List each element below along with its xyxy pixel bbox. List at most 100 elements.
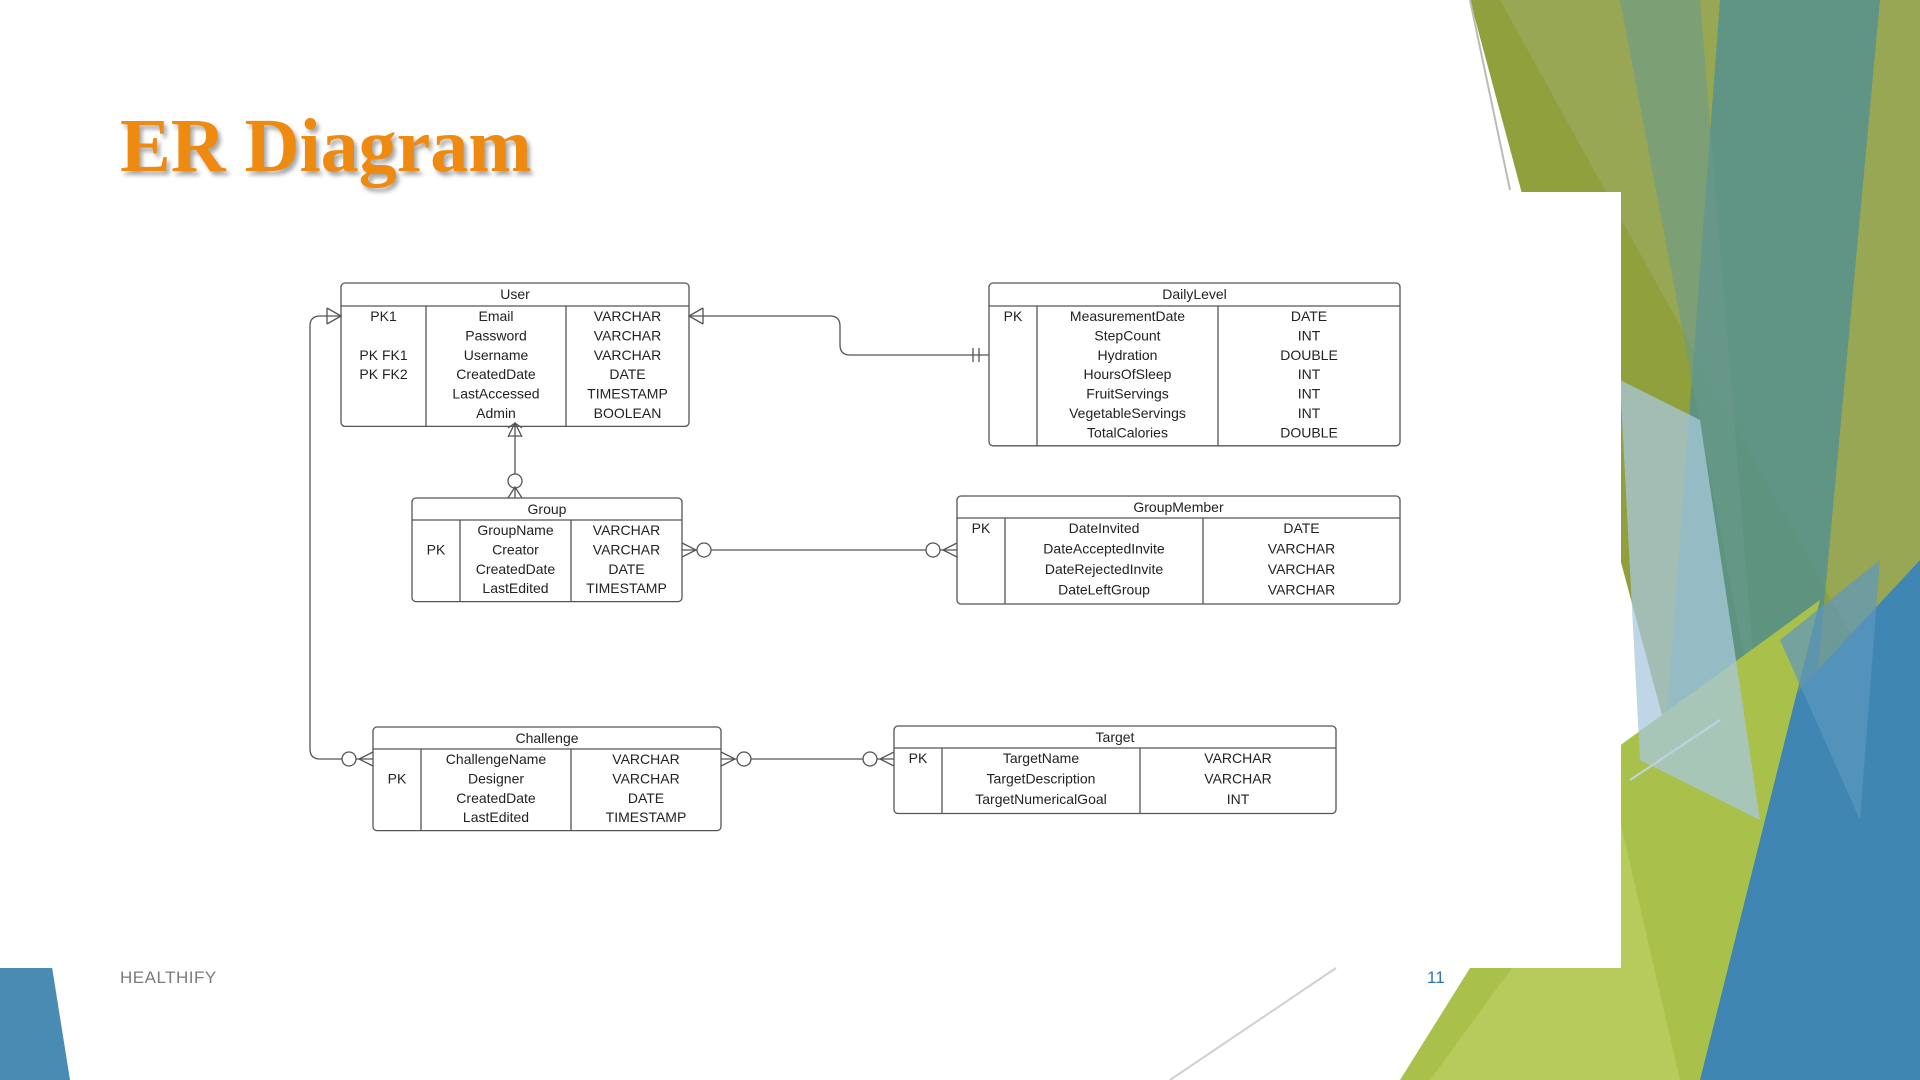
attribute-cell: Password (465, 327, 526, 343)
decorative-line (1169, 967, 1337, 1080)
type-cell: VARCHAR (1268, 541, 1335, 557)
entity-name: GroupMember (1133, 499, 1224, 515)
attribute-cell: CreatedDate (476, 561, 556, 577)
crow-foot-many (681, 542, 698, 558)
entity-name: Group (528, 501, 567, 517)
attribute-cell: CreatedDate (456, 366, 536, 382)
attribute-cell: HoursOfSleep (1084, 366, 1172, 382)
type-cell: DOUBLE (1280, 347, 1338, 363)
type-cell: INT (1298, 405, 1321, 421)
attribute-cell: DateAcceptedInvite (1043, 541, 1165, 557)
type-cell: INT (1298, 386, 1321, 402)
type-cell: TIMESTAMP (587, 386, 668, 402)
attribute-cell: Admin (476, 405, 516, 421)
attribute-cell: LastEdited (463, 809, 529, 825)
type-cell: DOUBLE (1280, 424, 1338, 440)
key-cell: PK (1004, 308, 1023, 324)
attribute-cell: LastEdited (482, 580, 548, 596)
type-cell: TIMESTAMP (586, 580, 667, 596)
key-cell: PK (388, 770, 407, 786)
attribute-cell: TargetDescription (987, 771, 1096, 787)
attribute-cell: CreatedDate (456, 790, 536, 806)
attribute-cell: TotalCalories (1087, 424, 1168, 440)
type-cell: DATE (1291, 308, 1327, 324)
slide-title: ER Diagram (120, 104, 532, 188)
attribute-cell: DateLeftGroup (1058, 582, 1150, 598)
crow-foot-many (507, 485, 523, 499)
key-cell: PK (909, 750, 928, 766)
zero-mark (925, 542, 941, 558)
type-cell: INT (1227, 791, 1250, 807)
type-cell: DATE (1283, 520, 1319, 536)
type-cell: VARCHAR (1204, 771, 1271, 787)
crow-foot-one-or-many (507, 421, 523, 438)
type-cell: DATE (609, 366, 645, 382)
attribute-cell: MeasurementDate (1070, 308, 1185, 324)
entity-box (372, 726, 722, 832)
attribute-cell: VegetableServings (1069, 405, 1186, 421)
key-cell: PK (972, 520, 991, 536)
right-accent-shapes (1400, 0, 1920, 1080)
crow-foot-one-or-many (326, 307, 343, 325)
type-cell: VARCHAR (612, 751, 679, 767)
entity-name: Challenge (515, 730, 578, 746)
attribute-cell: Username (464, 347, 529, 363)
key-cell: PK FK2 (359, 366, 407, 382)
zero-mark (696, 542, 712, 558)
type-cell: DATE (608, 561, 644, 577)
key-cell: PK FK1 (359, 347, 407, 363)
relationship-user-dailylevel (689, 315, 989, 356)
attribute-cell: Designer (468, 770, 524, 786)
page-number: 11 (1427, 968, 1445, 987)
type-cell: VARCHAR (594, 308, 661, 324)
type-cell: DATE (628, 790, 664, 806)
type-cell: VARCHAR (1268, 561, 1335, 577)
crow-foot-many (720, 751, 737, 767)
attribute-cell: LastAccessed (452, 386, 539, 402)
type-cell: TIMESTAMP (606, 809, 687, 825)
attribute-cell: TargetName (1003, 750, 1079, 766)
attribute-cell: FruitServings (1086, 386, 1168, 402)
type-cell: INT (1298, 327, 1321, 343)
crow-foot-one-or-many (687, 307, 704, 325)
attribute-cell: GroupName (477, 522, 553, 538)
entity-box (988, 282, 1401, 447)
type-cell: VARCHAR (1268, 582, 1335, 598)
attribute-cell: Hydration (1098, 347, 1158, 363)
key-cell: PK (427, 541, 446, 557)
key-cell: PK1 (370, 308, 397, 324)
type-cell: INT (1298, 366, 1321, 382)
attribute-cell: DateInvited (1069, 520, 1140, 536)
type-cell: VARCHAR (593, 541, 660, 557)
attribute-cell: DateRejectedInvite (1045, 561, 1164, 577)
type-cell: VARCHAR (612, 770, 679, 786)
one-and-only-one-mark (972, 348, 980, 362)
attribute-cell: StepCount (1094, 327, 1160, 343)
attribute-cell: TargetNumericalGoal (975, 791, 1107, 807)
entity-name: User (500, 286, 530, 302)
entity-name: Target (1096, 729, 1135, 745)
crow-foot-many (941, 542, 958, 558)
zero-mark (341, 751, 357, 767)
zero-mark (736, 751, 752, 767)
crow-foot-many (357, 751, 374, 767)
attribute-cell: Email (478, 308, 513, 324)
type-cell: BOOLEAN (594, 405, 662, 421)
crow-foot-many (878, 751, 895, 767)
type-cell: VARCHAR (594, 327, 661, 343)
relationship-user-challenge (309, 315, 373, 760)
type-cell: VARCHAR (594, 347, 661, 363)
type-cell: VARCHAR (1204, 750, 1271, 766)
attribute-cell: Creator (492, 541, 539, 557)
entity-name: DailyLevel (1162, 286, 1227, 302)
zero-mark (862, 751, 878, 767)
footer-text: HEALTHIFY (120, 968, 217, 987)
